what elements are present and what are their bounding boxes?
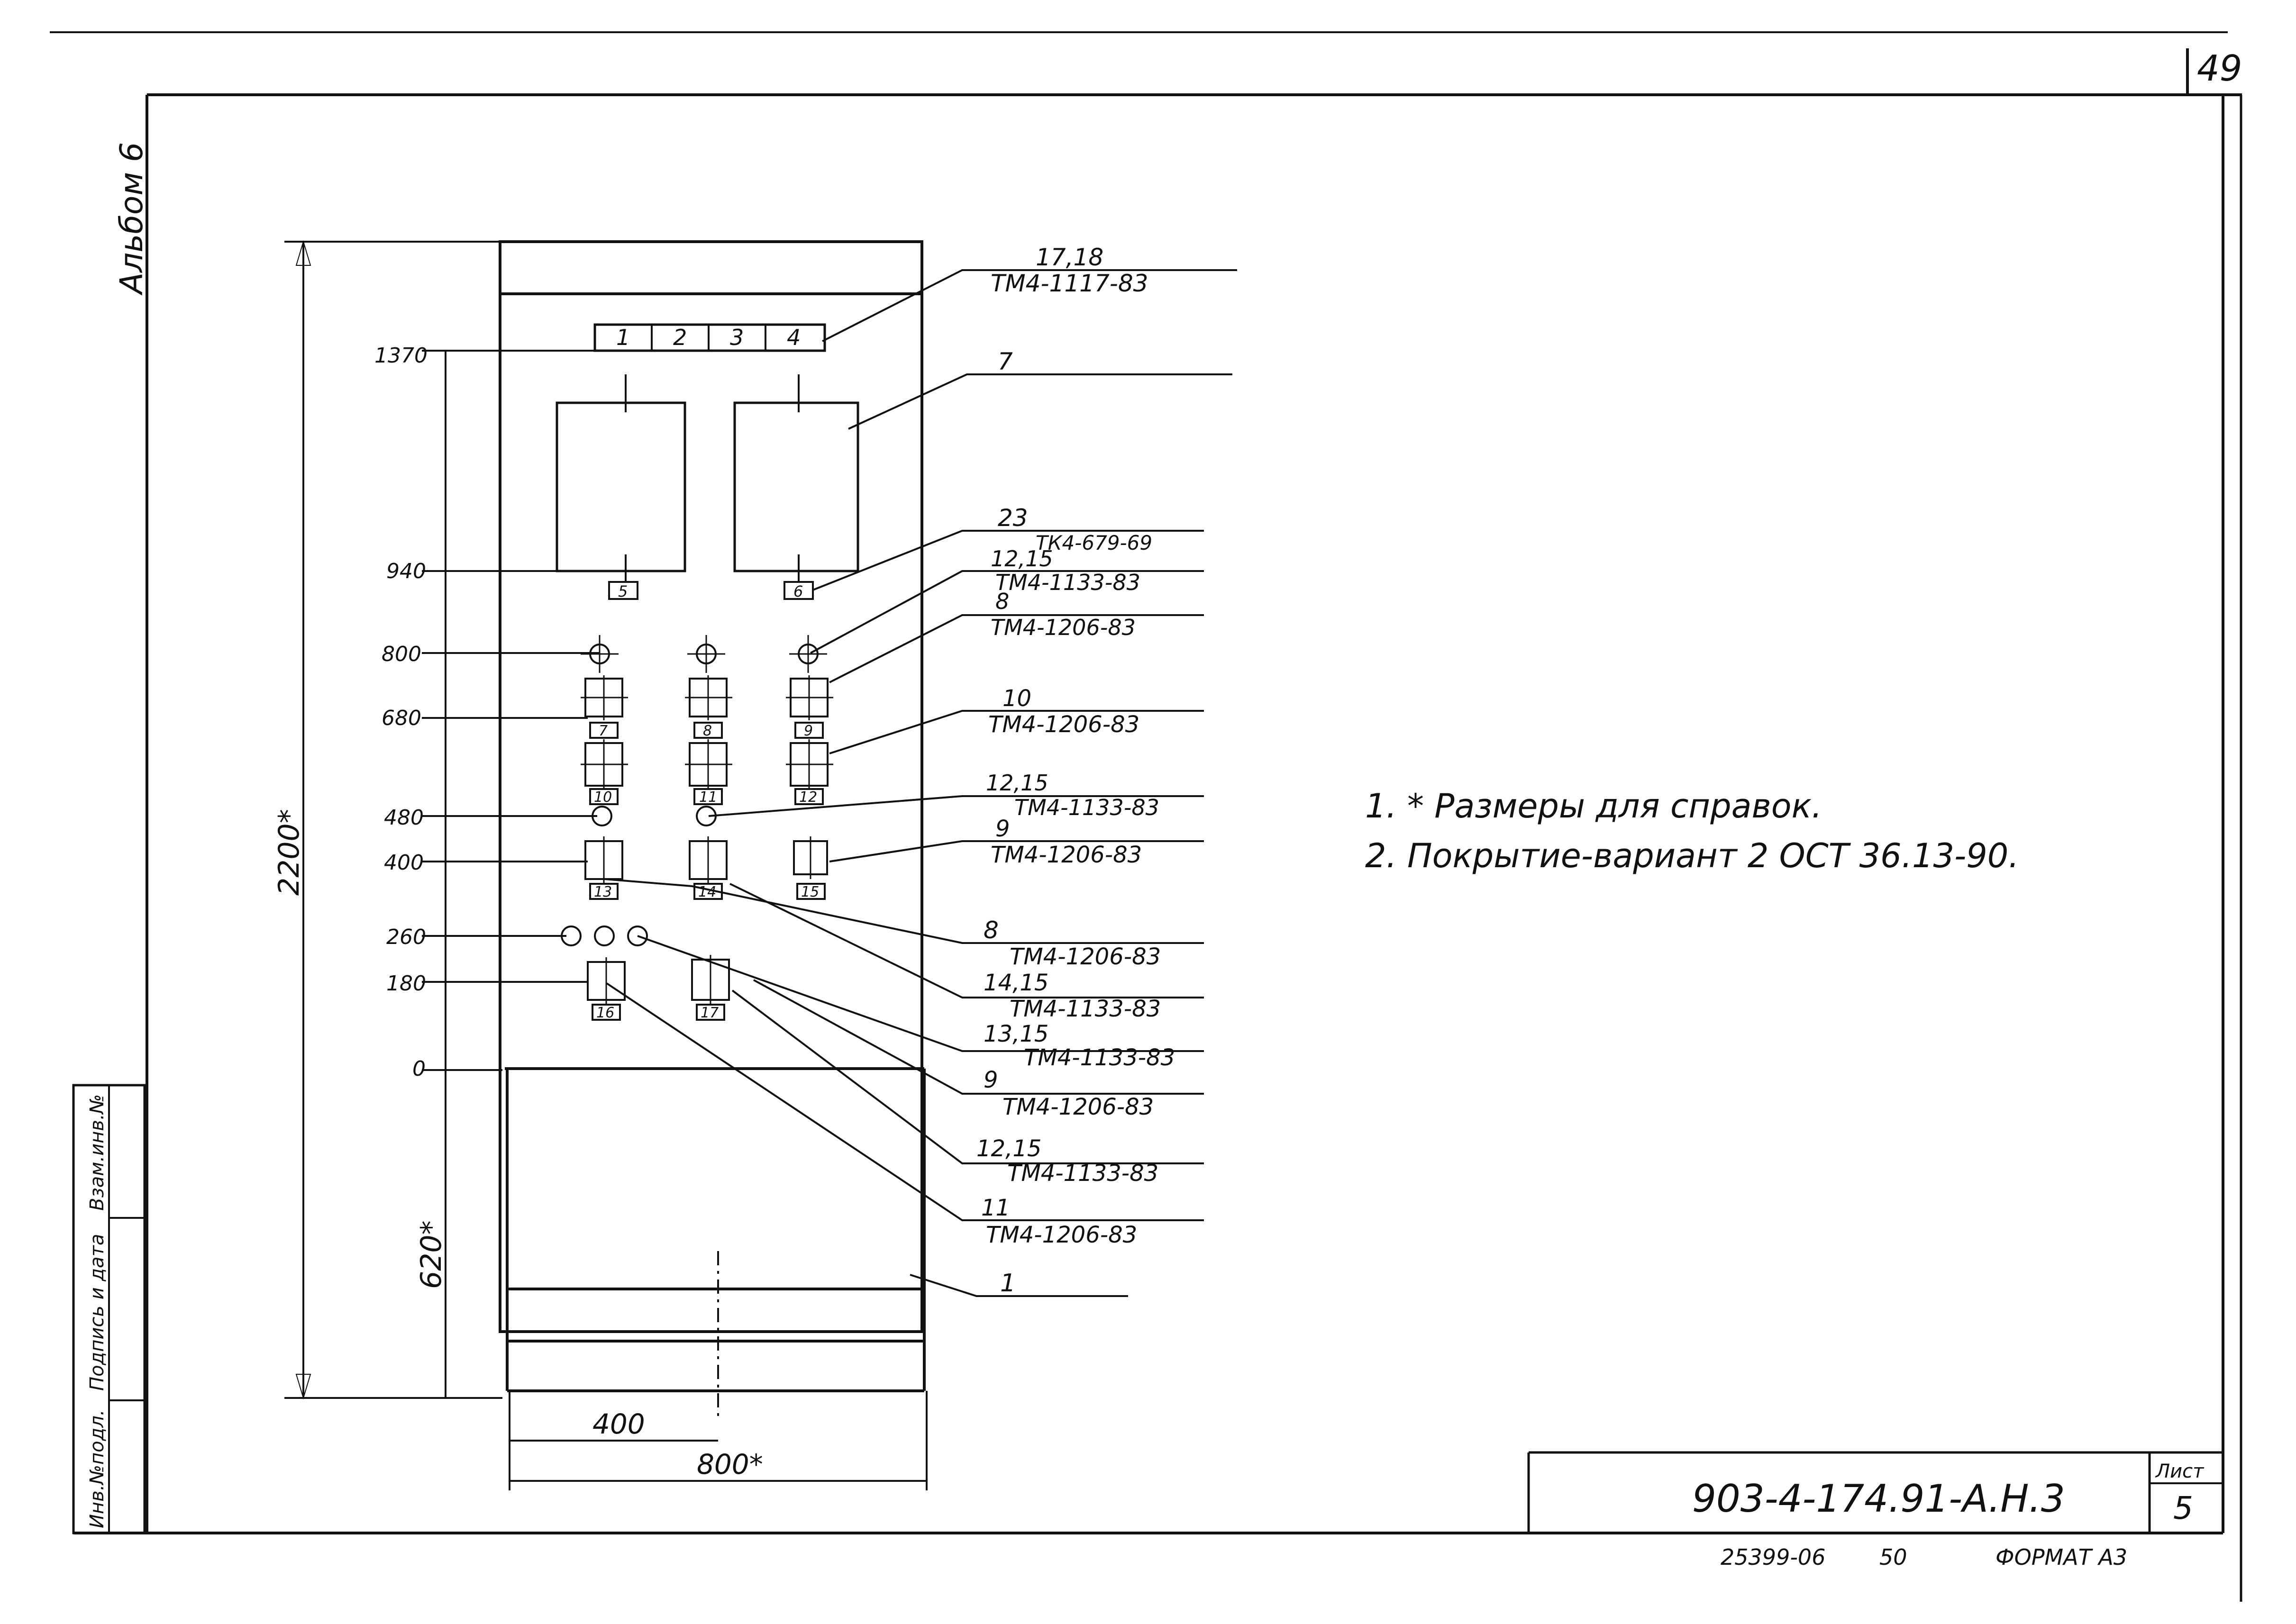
callout-num: 8 bbox=[995, 589, 1009, 614]
sheet-number: 5 bbox=[2173, 1490, 2193, 1526]
callout-code: ТМ4-1133-83 bbox=[1014, 795, 1159, 820]
callout-num: 9 bbox=[995, 816, 1010, 842]
dim-height: 2200* bbox=[273, 809, 306, 896]
callout-code: ТМ4-1206-83 bbox=[988, 711, 1139, 738]
callout-code: ТК4-679-69 bbox=[1036, 531, 1152, 554]
page-number-box: 49 bbox=[2186, 47, 2242, 96]
pos-10: 10 bbox=[594, 789, 612, 806]
terminal-strip: 1 2 3 4 bbox=[593, 323, 826, 352]
dim-half-width: 400 bbox=[592, 1408, 645, 1440]
sheet-label: Лист bbox=[2155, 1461, 2205, 1482]
note-2: 2. Покрытие-вариант 2 ОСТ 36.13-90. bbox=[1365, 836, 2019, 875]
position-tags: 7 8 9 10 11 12 13 14 15 16 17 bbox=[589, 722, 826, 1021]
elev-260: 260 bbox=[386, 925, 426, 949]
title-block: Лист 5 903-4-174.91-А.Н.3 25399-06 50 ФО… bbox=[1527, 1451, 2223, 1570]
pos-12: 12 bbox=[799, 789, 817, 806]
pos-6: 6 bbox=[793, 582, 803, 600]
terminal-4: 4 bbox=[787, 325, 801, 350]
elev-680: 680 bbox=[382, 706, 421, 730]
page-number: 49 bbox=[2197, 47, 2242, 89]
stamp-cell-vzam: Взам.инв.№ bbox=[86, 1094, 108, 1211]
elev-940: 940 bbox=[386, 559, 426, 583]
callout-code: ТМ4-1206-83 bbox=[1002, 1094, 1154, 1120]
elev-1370: 1370 bbox=[374, 344, 428, 368]
notes: 1. * Размеры для справок. 2. Покрытие-ва… bbox=[1365, 787, 2019, 875]
callout-code: ТМ4-1206-83 bbox=[991, 615, 1136, 640]
callout-num: 13,15 bbox=[984, 1021, 1048, 1047]
callout-code: ТМ4-1206-83 bbox=[991, 842, 1142, 868]
callout-code: ТМ4-1133-83 bbox=[1024, 1044, 1175, 1071]
elev-800: 800 bbox=[382, 642, 421, 666]
album-label: Альбом 6 bbox=[113, 142, 150, 296]
dim-base: 620* bbox=[415, 1220, 448, 1289]
callout-num: 12,15 bbox=[986, 770, 1048, 796]
callout-code: ТМ4-1117-83 bbox=[991, 270, 1148, 297]
callout-num: 14,15 bbox=[984, 970, 1048, 996]
lamp bbox=[594, 925, 615, 946]
stamp-cell-sign: Подпись и дата bbox=[86, 1234, 108, 1391]
pos-17: 17 bbox=[701, 1005, 719, 1021]
callout-code: ТМ4-1133-83 bbox=[1007, 1160, 1158, 1187]
terminal-1: 1 bbox=[616, 325, 630, 350]
bottom-num: 50 bbox=[1879, 1544, 1907, 1570]
leader-lines bbox=[604, 269, 1237, 1297]
pos-11: 11 bbox=[699, 789, 717, 806]
frame bbox=[73, 93, 2242, 1602]
bottom-code: 25399-06 bbox=[1721, 1544, 1825, 1570]
terminal-3: 3 bbox=[730, 325, 744, 350]
callout-num: 8 bbox=[984, 916, 999, 944]
elev-0: 0 bbox=[412, 1057, 426, 1081]
dim-width: 800* bbox=[697, 1448, 763, 1480]
callout-num: 9 bbox=[984, 1067, 998, 1093]
cabinet bbox=[499, 240, 926, 1417]
callout-code: ТМ4-1206-83 bbox=[1010, 944, 1161, 970]
overall-dimensions: 2200* 620* 400 800* bbox=[273, 240, 928, 1490]
pos-8: 8 bbox=[703, 723, 712, 739]
elevation-marks: 1370 940 800 680 480 400 260 180 0 bbox=[284, 241, 600, 1399]
callout-num: 7 bbox=[998, 348, 1013, 375]
callout-num: 11 bbox=[981, 1195, 1010, 1221]
elev-180: 180 bbox=[386, 971, 426, 996]
callout-num: 1 bbox=[1000, 1269, 1016, 1297]
format-label: ФОРМАТ А3 bbox=[1995, 1544, 2127, 1570]
callout-num: 10 bbox=[1002, 685, 1031, 712]
elev-480: 480 bbox=[384, 806, 424, 830]
callout-code: ТМ4-1133-83 bbox=[1010, 996, 1161, 1022]
note-1: 1. * Размеры для справок. bbox=[1365, 787, 1822, 826]
lamp bbox=[627, 925, 648, 946]
stamp-cell-inv: Инв.№подл. bbox=[86, 1409, 108, 1528]
callout-num: 17,18 bbox=[1036, 244, 1103, 271]
callouts: 17,18 ТМ4-1117-83 7 23 ТК4-679-69 12,15 … bbox=[976, 244, 1175, 1297]
pos-14: 14 bbox=[698, 884, 716, 900]
pos-16: 16 bbox=[596, 1005, 614, 1021]
switches bbox=[581, 675, 833, 1005]
drawing-designation: 903-4-174.91-А.Н.3 bbox=[1692, 1477, 2065, 1521]
pos-5: 5 bbox=[618, 582, 628, 600]
instrument-panels: 5 6 bbox=[556, 374, 859, 600]
pos-15: 15 bbox=[801, 884, 819, 900]
callout-num: 12,15 bbox=[991, 546, 1053, 572]
elev-400: 400 bbox=[384, 851, 424, 875]
callout-num: 12,15 bbox=[976, 1135, 1041, 1162]
left-stamp: Инв.№подл. Подпись и дата Взам.инв.№ bbox=[72, 1084, 146, 1534]
pos-9: 9 bbox=[804, 723, 813, 739]
pos-7: 7 bbox=[599, 723, 608, 739]
callout-num: 23 bbox=[998, 504, 1028, 532]
pos-13: 13 bbox=[594, 884, 612, 900]
callout-code: ТМ4-1133-83 bbox=[995, 570, 1140, 595]
callout-code: ТМ4-1206-83 bbox=[986, 1222, 1137, 1248]
terminal-2: 2 bbox=[673, 325, 687, 350]
